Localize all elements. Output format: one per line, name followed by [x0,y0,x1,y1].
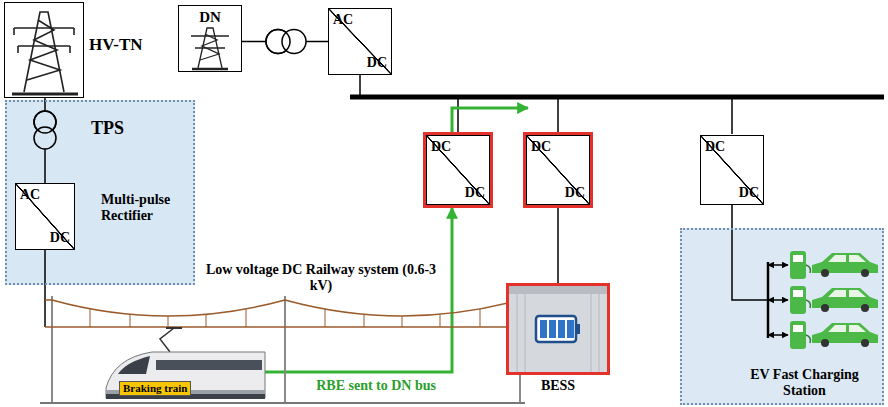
node-text: AC [20,187,40,203]
car-icon [812,323,878,347]
converter-box: DC DC [700,135,764,205]
bess-container [509,286,607,372]
node-text: DN [179,9,241,26]
transformer-symbol [266,30,306,54]
node-text: BESS [509,378,607,394]
dc-bus [350,95,884,100]
converter-box: DC DC [526,135,590,205]
node-text: DC [739,185,759,201]
catenary [40,296,525,404]
node-text: Multi-pulse Rectifier [101,192,181,224]
node-text: DC [531,139,551,155]
ev-station-fill [680,228,884,405]
transformer-symbol [34,111,56,149]
train-box: Braking train [105,345,265,403]
node-text: Braking train [119,381,191,396]
grid-tower-box: HV-TN [4,2,84,98]
node-text: DC [431,139,451,155]
node-text: TPS [91,118,124,139]
connector [44,250,46,298]
node-text: DC [705,139,725,155]
tps-fill [5,100,195,285]
pylon-icon [191,28,229,69]
bus-tap-wires [360,75,732,134]
car-icon [812,288,878,312]
node-text: Low voltage DC Railway system (0.6-3 kV) [205,262,437,294]
node-text: DC [565,185,585,201]
substation-region: TPS AC DC Multi-pulse Rectifier [5,100,195,285]
pylon-icon [12,12,78,94]
railway-region: Low voltage DC Railway system (0.6-3 kV)… [40,298,525,405]
connector [265,208,452,372]
charging-station-region: EV Fast Charging Station [680,228,884,405]
charging-wires [732,228,788,338]
battery-storage-box: BESS [506,283,610,375]
node-text: HV-TN [89,35,143,55]
converter-box: ACDCMulti-pulse Rectifier [15,183,75,250]
converter-box: DC DC [426,135,490,205]
node-text: EV Fast Charging Station [737,367,872,399]
energy-flow-arrow [452,108,528,132]
node-text: DC [367,55,387,71]
node-text: AC [333,12,353,28]
converter-box: AC DC [328,8,392,75]
charger-icon [790,321,811,349]
car-icon [812,253,878,277]
charger-icon [790,251,811,279]
connector [731,205,733,228]
grid-tower-box: DN [178,5,242,72]
node-text: DC [50,230,70,246]
edge-label: RBE sent to DN bus [314,378,438,394]
charger-icon [790,286,811,314]
node-text: DC [465,185,485,201]
connector [557,205,559,283]
train-illustration [106,328,265,399]
